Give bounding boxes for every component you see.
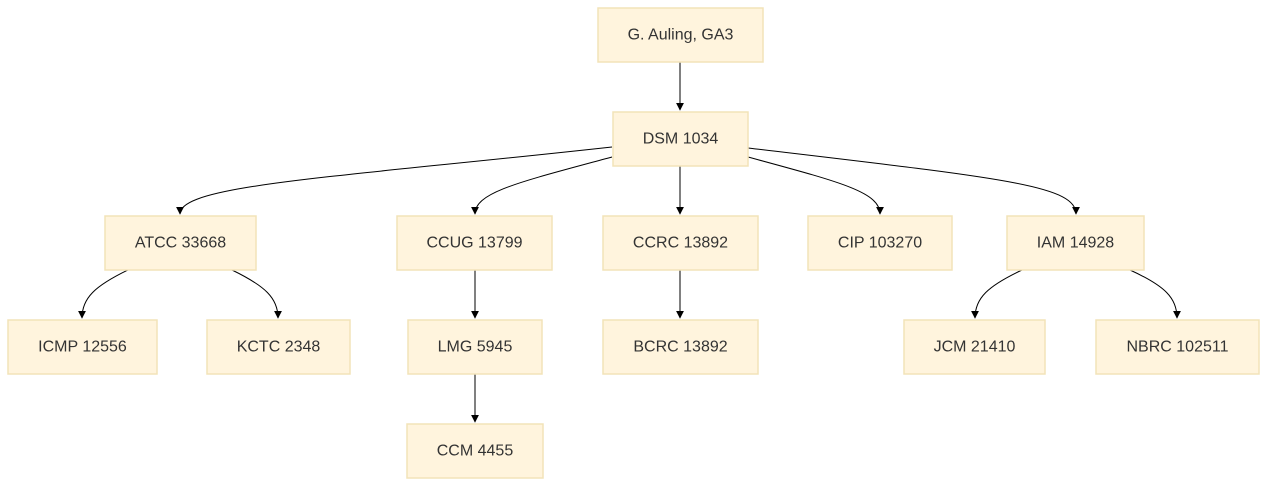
node-gauling-ga3: G. Auling, GA3	[597, 7, 764, 63]
edges	[78, 62, 1181, 423]
node-icmp-12556: ICMP 12556	[7, 319, 158, 375]
edge-atcc33668-to-kctc2348	[231, 269, 282, 319]
node-label: KCTC 2348	[237, 339, 321, 356]
node-cip-103270: CIP 103270	[807, 215, 953, 271]
node-bcrc-13892: BCRC 13892	[602, 319, 759, 375]
node-label: ICMP 12556	[38, 339, 127, 356]
node-atcc-33668: ATCC 33668	[104, 215, 257, 271]
edge-dsm1034-to-iam14928	[747, 147, 1080, 215]
node-ccug-13799: CCUG 13799	[396, 215, 553, 271]
node-nbrc-102511: NBRC 102511	[1095, 319, 1260, 375]
node-label: ATCC 33668	[135, 235, 226, 252]
edge-dsm1034-to-cip103270	[747, 156, 884, 215]
node-label: LMG 5945	[438, 339, 513, 356]
edge-dsm1034-to-ccug13799	[471, 156, 613, 215]
node-label: DSM 1034	[643, 131, 719, 148]
node-ccm-4455: CCM 4455	[406, 423, 544, 479]
node-dsm-1034: DSM 1034	[612, 111, 749, 167]
edge-dsm1034-to-atcc33668	[176, 146, 613, 215]
node-label: BCRC 13892	[633, 339, 727, 356]
edge-iam14928-to-nbrc102511	[1129, 269, 1181, 319]
edge-iam14928-to-jcm21410	[971, 269, 1023, 319]
node-label: IAM 14928	[1037, 235, 1114, 252]
node-label: G. Auling, GA3	[628, 27, 734, 44]
node-label: JCM 21410	[934, 339, 1016, 356]
node-label: CCM 4455	[437, 443, 514, 460]
node-label: CCUG 13799	[426, 235, 522, 252]
nodes: G. Auling, GA3 DSM 1034 ATCC 33668 CCUG …	[7, 7, 1260, 479]
node-iam-14928: IAM 14928	[1006, 215, 1145, 271]
node-label: CCRC 13892	[633, 235, 728, 252]
node-kctc-2348: KCTC 2348	[206, 319, 351, 375]
node-ccrc-13892: CCRC 13892	[602, 215, 759, 271]
node-label: CIP 103270	[838, 235, 922, 252]
node-label: NBRC 102511	[1127, 339, 1229, 356]
node-lmg-5945: LMG 5945	[407, 319, 543, 375]
edge-atcc33668-to-icmp12556	[78, 269, 129, 319]
node-jcm-21410: JCM 21410	[903, 319, 1046, 375]
